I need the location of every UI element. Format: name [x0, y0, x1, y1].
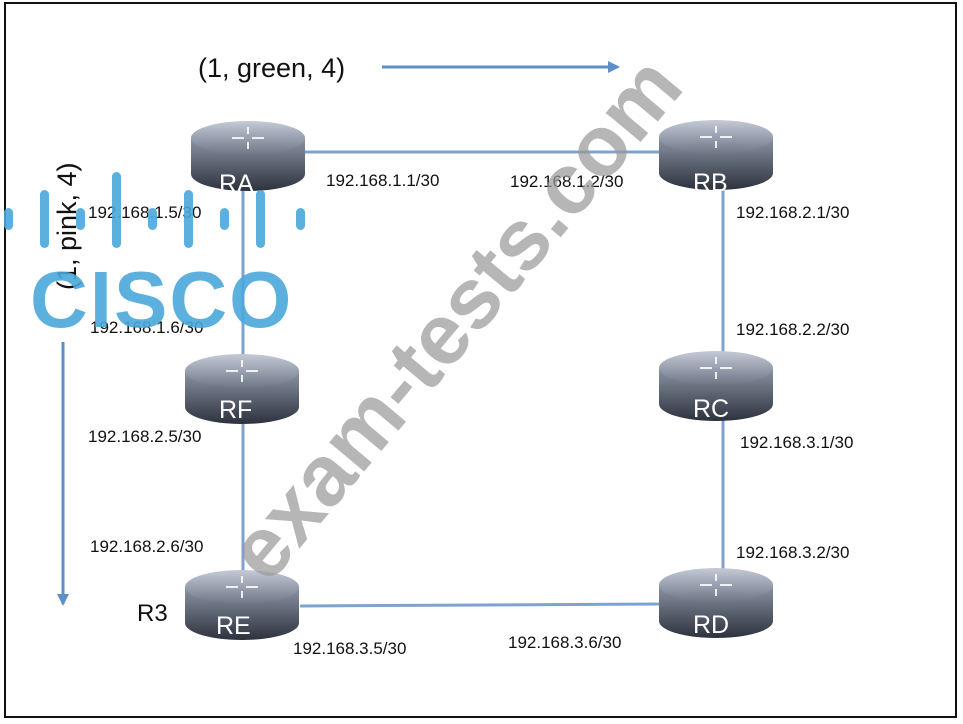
- ip-re-rd: 192.168.3.5/30: [293, 639, 406, 658]
- ip-rc-rb: 192.168.2.2/30: [736, 320, 849, 339]
- r3-label: R3: [137, 600, 168, 627]
- ip-rb-ra: 192.168.1.2/30: [510, 172, 623, 191]
- ip-re-rf: 192.168.2.6/30: [90, 537, 203, 556]
- ip-ra-rb: 192.168.1.1/30: [326, 171, 439, 190]
- router-rc-label: RC: [693, 395, 729, 423]
- router-re-label: RE: [216, 612, 251, 640]
- router-rd-label: RD: [693, 611, 729, 639]
- flow-horizontal-label: (1, green, 4): [198, 53, 345, 83]
- link-rd-re: [299, 602, 665, 608]
- router-ra-label: RA: [219, 170, 254, 198]
- ip-rd-rc: 192.168.3.2/30: [736, 543, 849, 562]
- ip-rc-rd: 192.168.3.1/30: [740, 433, 853, 452]
- cisco-logo-text: CISCO: [30, 255, 293, 344]
- router-rf-label: RF: [219, 396, 252, 424]
- ip-rb-rc: 192.168.2.1/30: [736, 203, 849, 222]
- ip-rd-re: 192.168.3.6/30: [508, 633, 621, 652]
- router-rb-label: RB: [693, 169, 728, 197]
- cisco-logo-watermark: [4, 172, 305, 248]
- diagram-frame: [4, 2, 957, 718]
- links: [241, 150, 725, 608]
- ip-rf-ra: 192.168.1.6/30: [90, 318, 203, 337]
- ip-rf-re: 192.168.2.5/30: [88, 427, 201, 446]
